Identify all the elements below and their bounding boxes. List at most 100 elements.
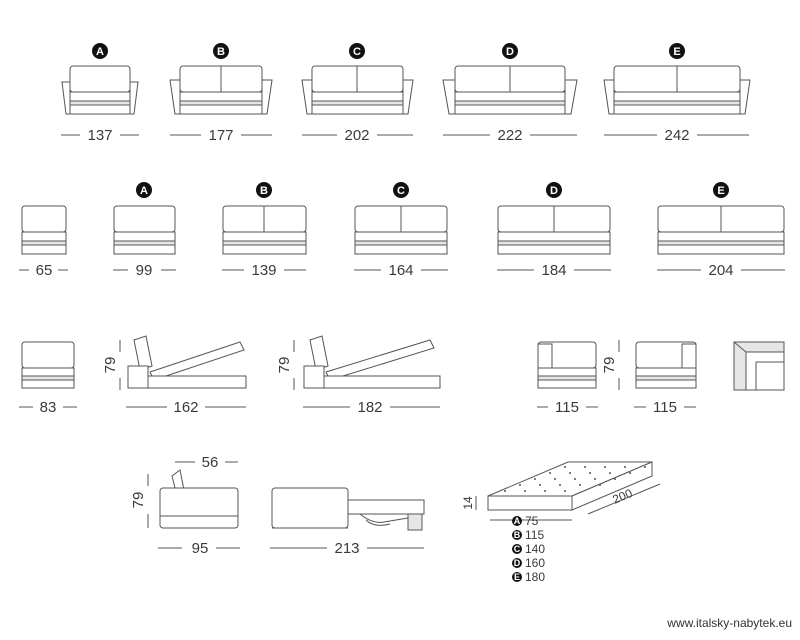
badge-label: A — [96, 46, 104, 58]
width-label: 213 — [334, 540, 359, 557]
dimension-202: 202 — [302, 127, 413, 144]
width-label: 204 — [708, 262, 733, 279]
thickness-label: 14 — [461, 496, 475, 510]
legend-value: 180 — [525, 570, 545, 584]
width-label: 164 — [388, 262, 413, 279]
dimension-242: 242 — [604, 127, 749, 144]
width-label: 177 — [208, 127, 233, 144]
top-dimension-56: 56 — [175, 454, 238, 471]
dimension-184: 184 — [497, 262, 611, 279]
badge-label: B — [217, 46, 225, 58]
badge-label: C — [397, 185, 405, 197]
legend-letter: A — [514, 516, 521, 526]
legend-value: 115 — [525, 528, 544, 542]
legend-letter: B — [514, 530, 521, 540]
corner-module-drawing — [733, 341, 785, 391]
legend-value: 160 — [525, 556, 545, 570]
legend-item: E 180 — [512, 570, 545, 584]
legend-letter: E — [514, 572, 520, 582]
side-view-182-drawing — [303, 335, 441, 389]
badge-c: C — [393, 182, 409, 198]
sofa-b-drawing — [169, 65, 273, 115]
badge-label: E — [673, 46, 680, 58]
height-label: 79 — [601, 357, 618, 374]
dimension-99: 99 — [113, 262, 176, 279]
width-label: 99 — [136, 262, 153, 279]
sofa-c-drawing — [301, 65, 414, 115]
width-label: 95 — [192, 540, 209, 557]
height-label: 79 — [276, 357, 293, 374]
badge-a: A — [92, 43, 108, 59]
width-label: 182 — [357, 399, 382, 416]
badge-e: E — [669, 43, 685, 59]
width-label: 83 — [40, 399, 57, 416]
height-dimension-79: 79 — [276, 340, 295, 390]
dimension-182: 182 — [303, 399, 440, 416]
legend-letter: C — [514, 544, 521, 554]
legend-letter: D — [514, 558, 521, 568]
badge-d: D — [502, 43, 518, 59]
sofa-184-drawing — [497, 205, 611, 255]
width-legend: A 75 B 115 C 140 D 160 E 180 — [512, 514, 545, 584]
dimension-137: 137 — [61, 127, 139, 144]
legend-item: C 140 — [512, 542, 545, 556]
dimension-177: 177 — [170, 127, 272, 144]
dimension-83: 83 — [19, 399, 77, 416]
mattress-thickness-dimension: 14 — [461, 496, 475, 510]
badge-label: B — [260, 185, 268, 197]
row3-side-views: 83 79 162 79 — [19, 335, 785, 416]
side-view-162-drawing — [127, 335, 247, 389]
row2-sofas: A B C D E 65 — [19, 182, 785, 279]
width-label: 139 — [251, 262, 276, 279]
width-label: 137 — [87, 127, 112, 144]
badge-b: B — [256, 182, 272, 198]
badge-label: C — [353, 46, 361, 58]
sofa-204-drawing — [657, 205, 785, 255]
badge-label: D — [550, 185, 558, 197]
width-label: 115 — [555, 399, 579, 416]
width-label: 115 — [653, 399, 677, 416]
dimension-115: 115 — [634, 399, 696, 416]
height-dimension-79: 79 — [601, 340, 620, 390]
badge-label: A — [140, 185, 148, 197]
website-link[interactable]: www.italsky-nabytek.eu — [667, 616, 792, 630]
bed-open-side-view-drawing — [271, 487, 425, 531]
width-label: 202 — [344, 127, 369, 144]
bed-closed-side-view-drawing — [159, 469, 239, 529]
sofa-e-drawing — [603, 65, 751, 115]
dimension-115: 115 — [537, 399, 598, 416]
width-label: 56 — [202, 454, 219, 471]
width-label: 222 — [497, 127, 522, 144]
dimension-213: 213 — [270, 540, 424, 557]
legend-item: B 115 — [512, 528, 544, 542]
badge-d: D — [546, 182, 562, 198]
dimension-139: 139 — [222, 262, 306, 279]
width-label: 242 — [664, 127, 689, 144]
dimension-204: 204 — [657, 262, 785, 279]
dimension-65: 65 — [19, 262, 68, 279]
badge-label: E — [717, 185, 724, 197]
chaise-module-115-right-drawing — [635, 341, 697, 389]
width-label: 184 — [541, 262, 566, 279]
legend-item: A 75 — [512, 514, 539, 528]
sofa-d-drawing — [442, 65, 578, 115]
row1-sofas: A B C D E — [61, 43, 751, 144]
badge-a: A — [136, 182, 152, 198]
height-label: 79 — [130, 492, 147, 509]
row4-bed: 56 79 95 213 — [130, 454, 661, 584]
module-65-drawing — [21, 205, 67, 255]
legend-value: 75 — [525, 514, 539, 528]
dimension-164: 164 — [354, 262, 448, 279]
height-dimension-79: 79 — [102, 340, 121, 390]
sofa-99-drawing — [113, 205, 176, 255]
dimension-222: 222 — [443, 127, 577, 144]
height-label: 79 — [102, 357, 119, 374]
mattress-drawing — [475, 461, 661, 515]
badge-e: E — [713, 182, 729, 198]
badge-b: B — [213, 43, 229, 59]
sofa-139-drawing — [222, 205, 307, 255]
width-label: 162 — [173, 399, 198, 416]
sofa-164-drawing — [354, 205, 448, 255]
mattress-tufting — [504, 466, 646, 492]
